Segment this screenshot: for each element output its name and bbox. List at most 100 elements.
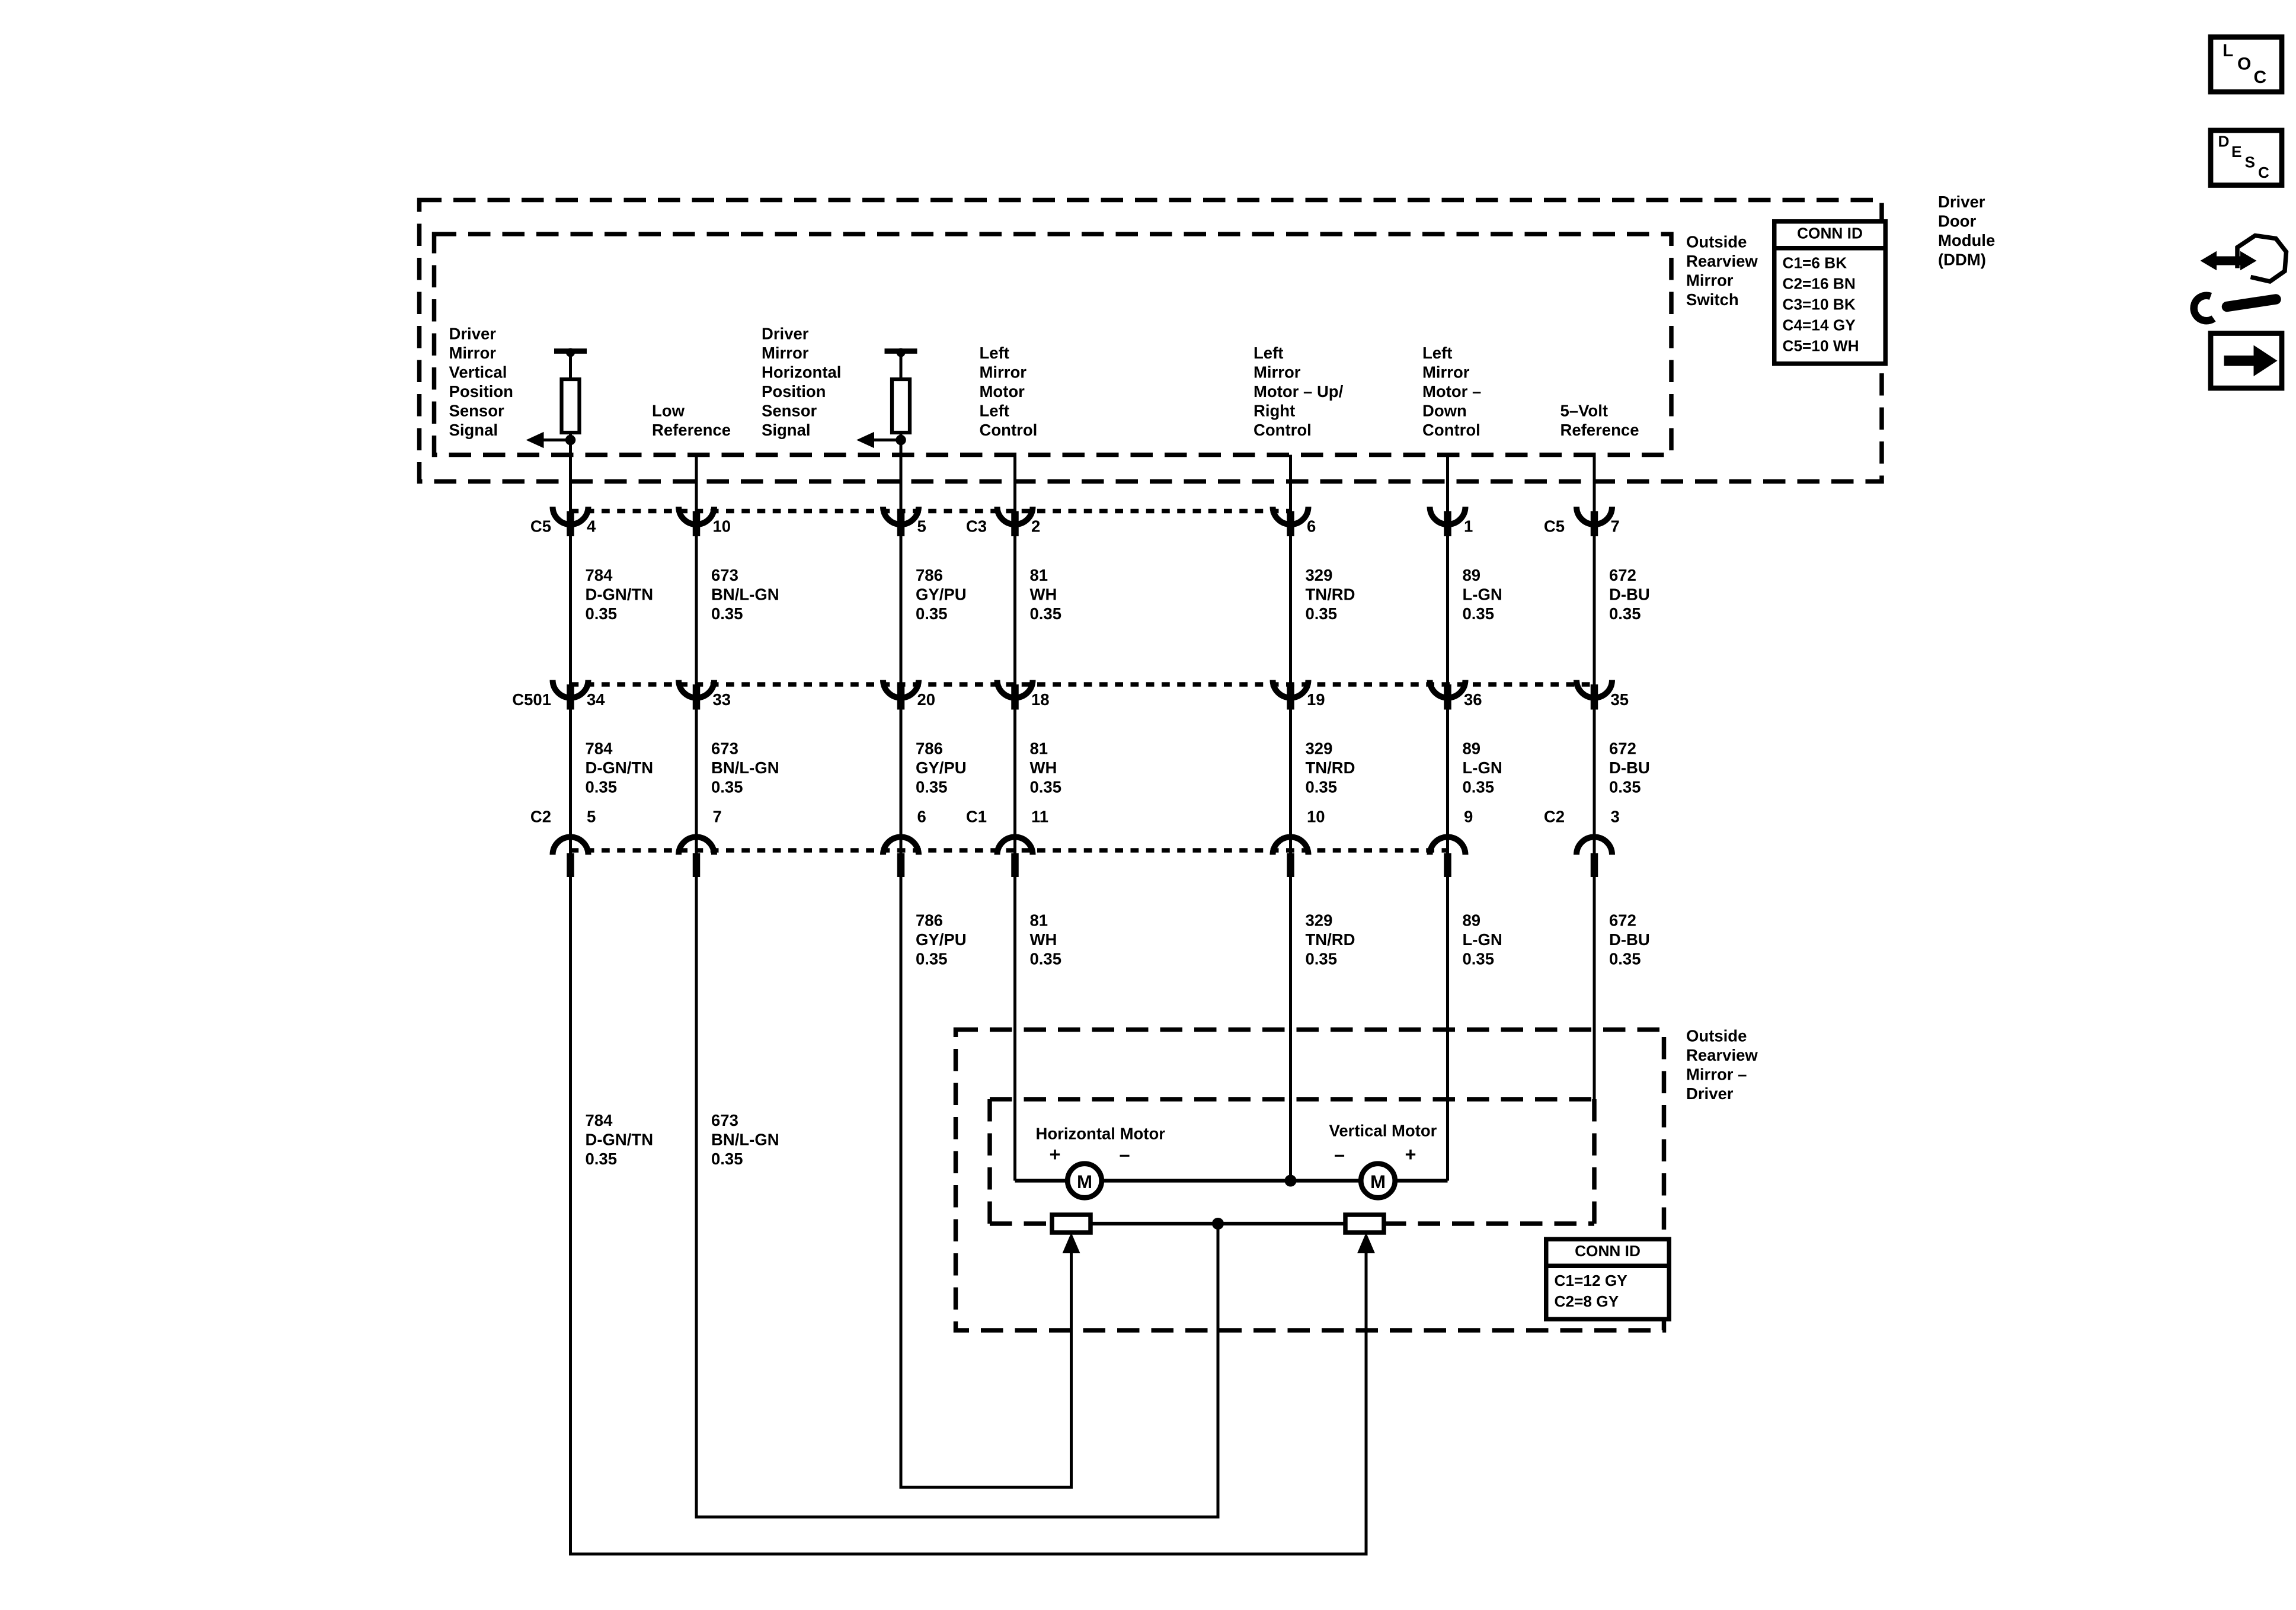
vertical-sensor-element: [1343, 1212, 1386, 1235]
pin-number: 34: [587, 692, 605, 710]
signal-label-5v-reference: 5–Volt Reference: [1560, 403, 1639, 440]
loc-icon-letter: L: [2223, 40, 2234, 61]
wire-spec: 673 BN/L-GN 0.35: [711, 567, 779, 624]
mirror-position-sensors: [1050, 1212, 1386, 1253]
motor-m-label: M: [1076, 1172, 1093, 1193]
pin-number: 6: [917, 809, 926, 827]
pin-number: 10: [1307, 809, 1325, 827]
wiper-arrow-left-icon: [526, 431, 544, 449]
pin-number: 4: [587, 518, 596, 536]
legend-icons: [2190, 34, 2289, 391]
connector-row1-pins: [549, 506, 1615, 536]
loc-icon-letter: O: [2237, 53, 2252, 74]
pin-number: 33: [712, 692, 731, 710]
pin-number: 19: [1307, 692, 1325, 710]
wire-spec: 784 D-GN/TN 0.35: [585, 567, 654, 624]
ddm-label: Driver Door Module (DDM): [1938, 194, 1996, 270]
connector-label-c3: C3: [965, 518, 987, 536]
wire-784-d-gn-tn: [569, 351, 1368, 1555]
wiper-arrow-up-icon: [1357, 1233, 1375, 1253]
connector-label-c5: C5: [530, 518, 551, 536]
wire-spec: 673 BN/L-GN 0.35: [711, 741, 779, 797]
signal-label-vertical-position: Driver Mirror Vertical Position Sensor S…: [449, 326, 513, 440]
wire-spec: 786 GY/PU 0.35: [916, 741, 967, 797]
pin-number: 2: [1031, 518, 1041, 536]
pin-number: 11: [1031, 809, 1049, 827]
horizontal-position-sensor-symbol: [856, 348, 917, 449]
mirror-motors: [1015, 1161, 1448, 1201]
wire-spec: 784 D-GN/TN 0.35: [585, 741, 654, 797]
conn-id-row: C2=16 BN: [1782, 276, 1856, 293]
desc-icon-letter: D: [2218, 133, 2230, 151]
polarity-plus: +: [1049, 1142, 1061, 1166]
wire-spec: 81 WH 0.35: [1029, 913, 1062, 969]
mirror-switch-label: Outside Rearview Mirror Switch: [1686, 234, 1758, 310]
ddm-box: [417, 197, 1884, 484]
connector-row3-pins: [549, 834, 1615, 877]
desc-icon-letter: C: [2258, 164, 2269, 183]
wire-spec: 329 TN/RD 0.35: [1305, 741, 1355, 797]
mirror-driver-inner-box: [987, 1097, 1597, 1226]
polarity-minus: –: [1119, 1142, 1130, 1166]
pin-number: 1: [1464, 518, 1473, 536]
desc-icon-letter: E: [2231, 143, 2242, 162]
loc-icon-letter: C: [2253, 66, 2267, 88]
vertical-motor-icon: [1358, 1161, 1398, 1201]
polarity-plus: +: [1405, 1142, 1416, 1166]
wire-786-gy-pu: [899, 351, 1073, 1489]
junction-dot: [1212, 1218, 1224, 1230]
mirror-switch-box: [431, 232, 1674, 457]
motor-m-label: M: [1370, 1172, 1386, 1193]
desc-icon: [2208, 127, 2285, 188]
conn-id-title: CONN ID: [1548, 1241, 1667, 1268]
vertical-position-sensor-symbol: [526, 348, 587, 449]
horizontal-motor-label: Horizontal Motor: [1035, 1126, 1165, 1144]
wire-spec: 89 L-GN 0.35: [1462, 913, 1502, 969]
mirror-driver-outer-box: [953, 1027, 1667, 1333]
connector-label-c1: C1: [965, 809, 987, 827]
conn-id-row: C1=12 GY: [1554, 1272, 1627, 1291]
pin-number: 10: [712, 518, 731, 536]
wire-spec: 672 D-BU 0.35: [1609, 741, 1650, 797]
pin-number: 18: [1031, 692, 1050, 710]
connector-label-c2: C2: [1543, 809, 1565, 827]
junction-dot: [1284, 1174, 1297, 1187]
desc-icon-letter: S: [2244, 154, 2256, 172]
polarity-minus: –: [1334, 1142, 1345, 1166]
vertical-motor-label: Vertical Motor: [1329, 1123, 1437, 1141]
connector-label-c501: C501: [512, 692, 551, 710]
horizontal-motor-icon: [1064, 1161, 1105, 1201]
conn-id-row: C5=10 WH: [1782, 338, 1859, 356]
pin-number: 7: [712, 809, 722, 827]
signal-label-horizontal-position: Driver Mirror Horizontal Position Sensor…: [762, 326, 842, 440]
pin-number: 5: [587, 809, 596, 827]
wire-spec: 81 WH 0.35: [1029, 567, 1062, 624]
signal-label-down-control: Left Mirror Motor – Down Control: [1422, 345, 1482, 440]
pin-number: 9: [1464, 809, 1473, 827]
wire-spec: 672 D-BU 0.35: [1609, 913, 1650, 969]
wire-spec: 673 BN/L-GN 0.35: [711, 1112, 779, 1169]
wiper-arrow-up-icon: [1062, 1233, 1080, 1253]
connector-label-c2: C2: [530, 809, 551, 827]
wiper-arrow-left-icon: [856, 431, 874, 449]
wire-spec: 89 L-GN 0.35: [1462, 567, 1502, 624]
connector-label-c5: C5: [1543, 518, 1565, 536]
wire-673-bn-l-gn: [695, 454, 1220, 1519]
connector-row2-pins: [549, 680, 1615, 710]
wires: [569, 351, 1596, 1555]
pin-number: 5: [917, 518, 926, 536]
signal-label-low-reference: Low Reference: [652, 403, 731, 440]
pin-number: 20: [917, 692, 936, 710]
wire-spec: 784 D-GN/TN 0.35: [585, 1112, 654, 1169]
pin-number: 3: [1610, 809, 1620, 827]
pin-number: 36: [1464, 692, 1482, 710]
wire-spec: 329 TN/RD 0.35: [1305, 913, 1355, 969]
pin-number: 35: [1610, 692, 1629, 710]
mirror-conn-id-table: CONN ID C1=12 GY C2=8 GY: [1544, 1237, 1671, 1321]
wrench-arrows-icon: [2190, 233, 2289, 325]
mirror-driver-label: Outside Rearview Mirror – Driver: [1686, 1028, 1758, 1104]
pin-number: 7: [1610, 518, 1620, 536]
conn-id-row: C1=6 BK: [1782, 255, 1847, 273]
